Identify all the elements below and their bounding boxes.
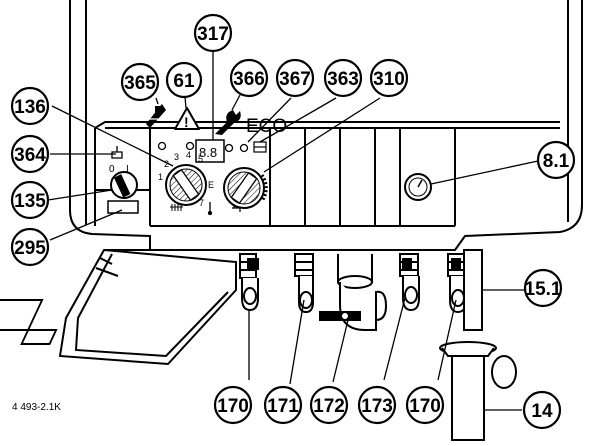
svg-text:172: 172 bbox=[313, 396, 345, 417]
callout-295: 295 bbox=[10, 227, 50, 267]
callout-363: 363 bbox=[323, 58, 363, 98]
pressure-gauge-icon bbox=[404, 173, 432, 201]
main-switch-knob[interactable] bbox=[110, 171, 138, 199]
reference-code: 4 493-2.1K bbox=[12, 402, 61, 413]
callout-367: 367 bbox=[275, 58, 315, 98]
switch-off-label: 0 bbox=[109, 164, 115, 175]
svg-text:310: 310 bbox=[373, 69, 405, 90]
svg-text:3: 3 bbox=[174, 152, 179, 162]
radiator-icon bbox=[170, 204, 183, 211]
temperature-dial-heating[interactable] bbox=[165, 164, 207, 206]
svg-text:363: 363 bbox=[327, 69, 359, 90]
callout-317: 317 bbox=[193, 13, 233, 53]
callout-8-1: 8.1 bbox=[536, 140, 576, 180]
callout-365: 365 bbox=[120, 62, 160, 102]
svg-text:8.1: 8.1 bbox=[543, 151, 570, 172]
callout-172: 172 bbox=[309, 385, 349, 425]
svg-text:173: 173 bbox=[361, 396, 393, 417]
chimney-sweep-icon bbox=[144, 104, 168, 128]
led-chimney-sweep bbox=[157, 141, 167, 151]
svg-text:365: 365 bbox=[124, 73, 156, 94]
callout-171: 171 bbox=[263, 385, 303, 425]
svg-text:5: 5 bbox=[198, 154, 203, 164]
callout-364: 364 bbox=[10, 134, 50, 174]
callout-170-right: 170 bbox=[405, 385, 445, 425]
svg-text:367: 367 bbox=[279, 69, 311, 90]
wrench-icon bbox=[215, 110, 241, 135]
svg-text:E: E bbox=[208, 180, 214, 190]
led-service bbox=[224, 143, 234, 153]
digital-display bbox=[195, 139, 225, 163]
svg-text:171: 171 bbox=[267, 396, 299, 417]
svg-text:317: 317 bbox=[197, 24, 229, 45]
callout-61: 61 bbox=[165, 61, 203, 99]
diagnosis-slot[interactable] bbox=[107, 200, 139, 214]
svg-text:!: ! bbox=[184, 114, 189, 130]
callout-170-left: 170 bbox=[213, 385, 253, 425]
eco-label: ECO bbox=[246, 116, 287, 137]
svg-text:1: 1 bbox=[158, 172, 163, 182]
thermometer-icon bbox=[207, 202, 213, 216]
svg-text:136: 136 bbox=[14, 97, 46, 118]
svg-text:135: 135 bbox=[14, 191, 46, 212]
warning-triangle-icon: ! bbox=[174, 107, 200, 130]
heating-dial-scale: 2 3 4 5 1 E 7 bbox=[158, 150, 214, 211]
svg-text:295: 295 bbox=[14, 238, 46, 259]
svg-text:15.1: 15.1 bbox=[525, 279, 562, 300]
svg-text:7: 7 bbox=[199, 198, 204, 208]
callout-173: 173 bbox=[357, 385, 397, 425]
leader-lines bbox=[47, 52, 539, 411]
svg-text:364: 364 bbox=[14, 145, 46, 166]
led-fault bbox=[185, 141, 195, 151]
hinged-flap bbox=[0, 248, 237, 366]
pipework bbox=[239, 249, 517, 441]
led-eco bbox=[239, 143, 249, 153]
temperature-dial-hot-water[interactable] bbox=[223, 167, 268, 209]
svg-text:61: 61 bbox=[173, 71, 195, 92]
tap-water-icon bbox=[232, 206, 241, 212]
svg-text:170: 170 bbox=[217, 396, 249, 417]
callout-15-1: 15.1 bbox=[523, 268, 563, 308]
svg-text:4: 4 bbox=[186, 150, 191, 160]
callout-310: 310 bbox=[369, 58, 409, 98]
callout-366: 366 bbox=[229, 58, 269, 98]
svg-text:170: 170 bbox=[409, 396, 441, 417]
boiler-casing bbox=[69, 0, 583, 251]
control-panel: 8.8 0 I 2 3 4 5 1 E 7 bbox=[107, 139, 432, 216]
svg-text:8.8: 8.8 bbox=[199, 145, 217, 160]
switch-on-label: I bbox=[126, 164, 129, 175]
callout-14: 14 bbox=[522, 390, 562, 430]
tap-icon bbox=[111, 146, 123, 159]
burner-icon bbox=[253, 141, 267, 153]
callout-135: 135 bbox=[10, 180, 50, 220]
svg-text:14: 14 bbox=[531, 401, 553, 422]
callout-136: 136 bbox=[10, 86, 50, 126]
svg-text:366: 366 bbox=[233, 69, 265, 90]
svg-text:2: 2 bbox=[164, 159, 169, 169]
power-switch-symbol: 0 I bbox=[109, 146, 129, 175]
